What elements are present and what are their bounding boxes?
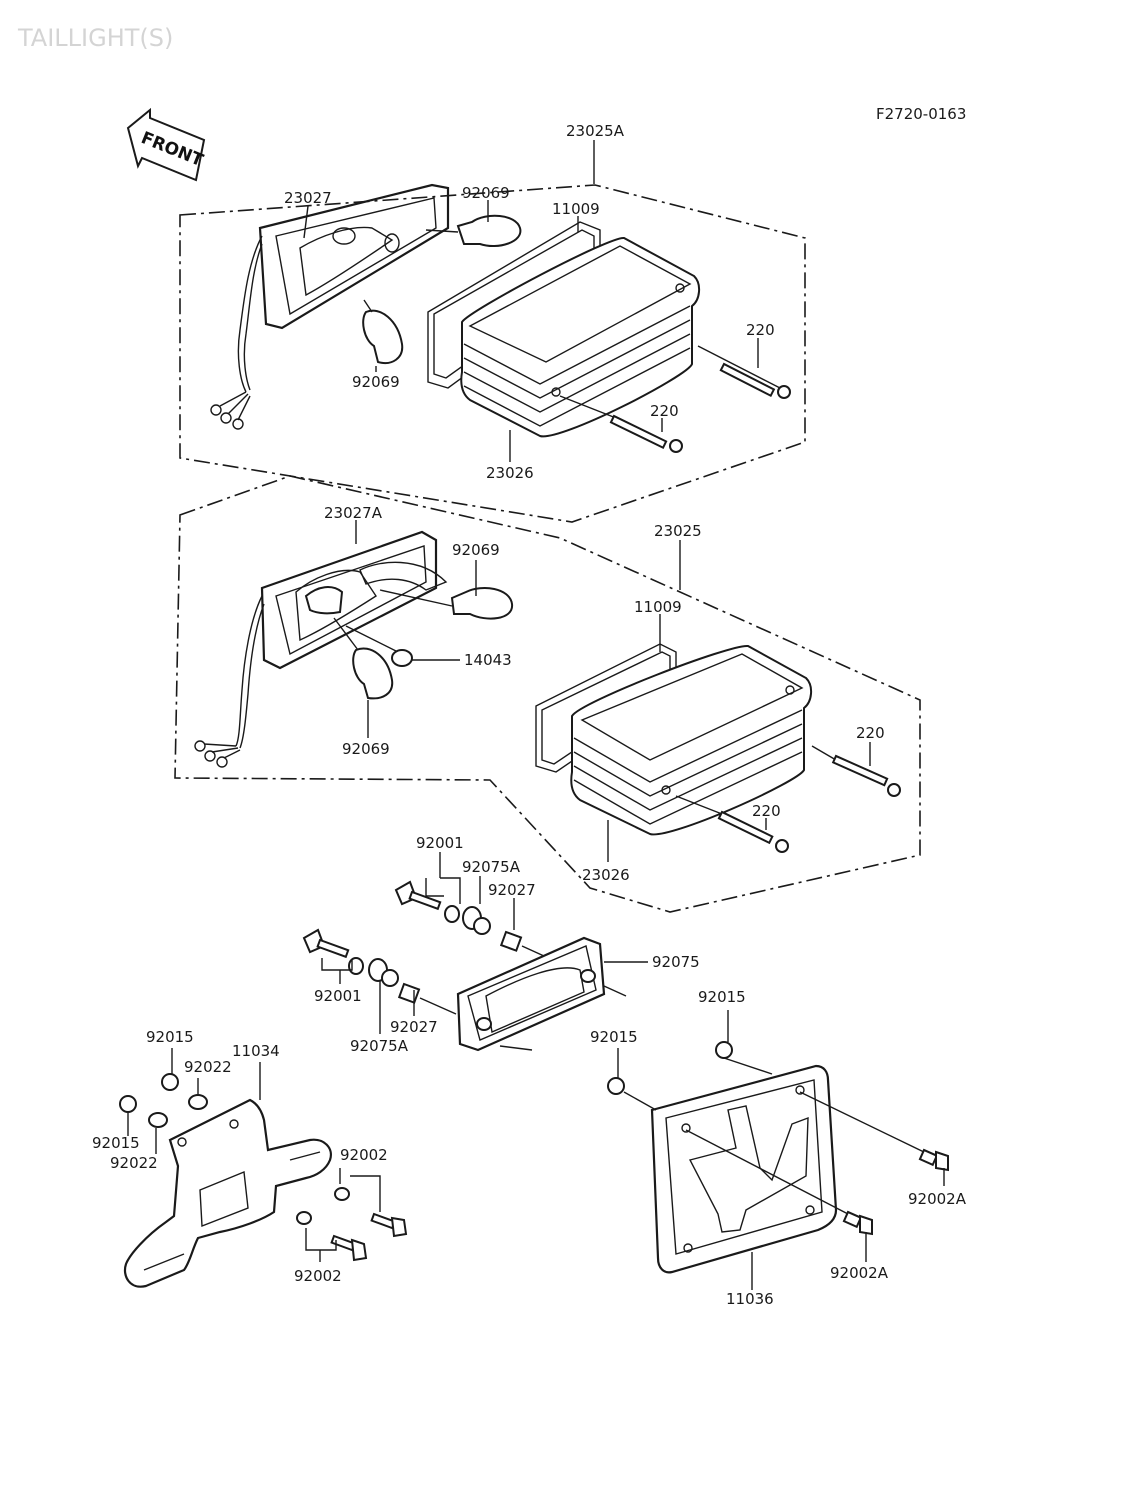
part-label: 92002A — [908, 1190, 967, 1208]
part-label: 220 — [856, 724, 885, 742]
part-label: 23026 — [486, 464, 534, 482]
washer-icon — [188, 1094, 208, 1110]
lens-cover-upper — [460, 237, 700, 438]
front-arrow-icon: FRONT — [126, 107, 206, 182]
screw-icon — [697, 345, 791, 399]
part-label: 92075A — [462, 858, 521, 876]
bulb-icon — [379, 587, 513, 620]
wire-connector-icon — [210, 391, 251, 430]
nut-icon — [607, 1077, 625, 1095]
screw-icon — [559, 395, 683, 453]
bolt-icon — [302, 928, 350, 959]
part-label: 92002 — [340, 1146, 388, 1164]
part-label: 92027 — [390, 1018, 438, 1036]
part-label: 92015 — [698, 988, 746, 1006]
grommet-icon — [368, 958, 399, 987]
part-labels: 23025A 23027 92069 11009 92069 220 220 2… — [92, 122, 967, 1308]
collar-icon — [499, 930, 523, 952]
part-label: 11036 — [726, 1290, 774, 1308]
lower-assembly-group — [174, 475, 921, 913]
lamp-housing-upper — [237, 183, 450, 393]
part-label: 92069 — [352, 373, 400, 391]
assembly-boundary-upper — [179, 184, 806, 523]
part-label: 92015 — [92, 1134, 140, 1152]
bolt-icon — [370, 1212, 408, 1238]
part-label: 14043 — [464, 651, 512, 669]
part-label: 23026 — [582, 866, 630, 884]
plate-bracket-group — [607, 1010, 949, 1290]
part-label: 92027 — [488, 881, 536, 899]
nut-icon — [715, 1041, 733, 1059]
assembly-boundary-lower — [174, 475, 921, 913]
washer-icon — [148, 1112, 168, 1128]
part-label: 92069 — [342, 740, 390, 758]
part-label: 92002A — [830, 1264, 889, 1282]
part-label: 11009 — [552, 200, 600, 218]
bracket-group — [119, 1048, 408, 1288]
lamp-housing-lower — [235, 530, 448, 749]
diagram-code: F2720-0163 — [876, 105, 966, 123]
wire-connector-icon — [194, 740, 241, 768]
part-label: 220 — [752, 802, 781, 820]
part-label: 92015 — [590, 1028, 638, 1046]
part-label: 220 — [746, 321, 775, 339]
part-label: 23027A — [324, 504, 383, 522]
bulb-icon — [425, 214, 522, 247]
license-lamp-housing — [456, 936, 648, 1052]
bolt-icon — [330, 1234, 368, 1262]
nut-icon — [119, 1095, 137, 1113]
part-label: 92075 — [652, 953, 700, 971]
watermark-title: TAILLIGHT(S) — [17, 24, 173, 52]
nut-icon — [161, 1073, 179, 1091]
part-label: 92015 — [146, 1028, 194, 1046]
bulb-icon — [362, 299, 404, 364]
washer-icon — [348, 957, 364, 975]
bulb-icon — [333, 617, 394, 700]
screw-icon — [675, 795, 789, 853]
bracket-11034 — [123, 1098, 332, 1288]
part-label: 11034 — [232, 1042, 280, 1060]
screw-icon — [811, 745, 901, 797]
washer-icon — [444, 905, 460, 923]
part-label: 23025A — [566, 122, 625, 140]
part-label: 92002 — [294, 1267, 342, 1285]
part-label: 220 — [650, 402, 679, 420]
plate-bracket-11036 — [650, 1064, 838, 1274]
bolt-icon — [394, 880, 442, 911]
part-label: 92075A — [350, 1037, 409, 1055]
part-label: 92069 — [462, 184, 510, 202]
license-lamp-group — [302, 852, 648, 1052]
part-label: 92001 — [416, 834, 464, 852]
collar-icon — [397, 982, 421, 1004]
part-label: 92001 — [314, 987, 362, 1005]
part-label: 92022 — [184, 1058, 232, 1076]
bolt-icon — [918, 1148, 949, 1172]
washer-icon — [296, 1211, 312, 1225]
part-label: 11009 — [634, 598, 682, 616]
grommet-icon — [462, 906, 491, 935]
washer-icon — [334, 1187, 350, 1201]
upper-assembly-group — [179, 140, 806, 523]
lens-cover-lower — [570, 644, 812, 836]
part-label: 23025 — [654, 522, 702, 540]
bolt-icon — [842, 1210, 873, 1236]
part-label: 92069 — [452, 541, 500, 559]
part-label: 23027 — [284, 189, 332, 207]
part-label: 92022 — [110, 1154, 158, 1172]
socket-icon — [345, 625, 460, 667]
